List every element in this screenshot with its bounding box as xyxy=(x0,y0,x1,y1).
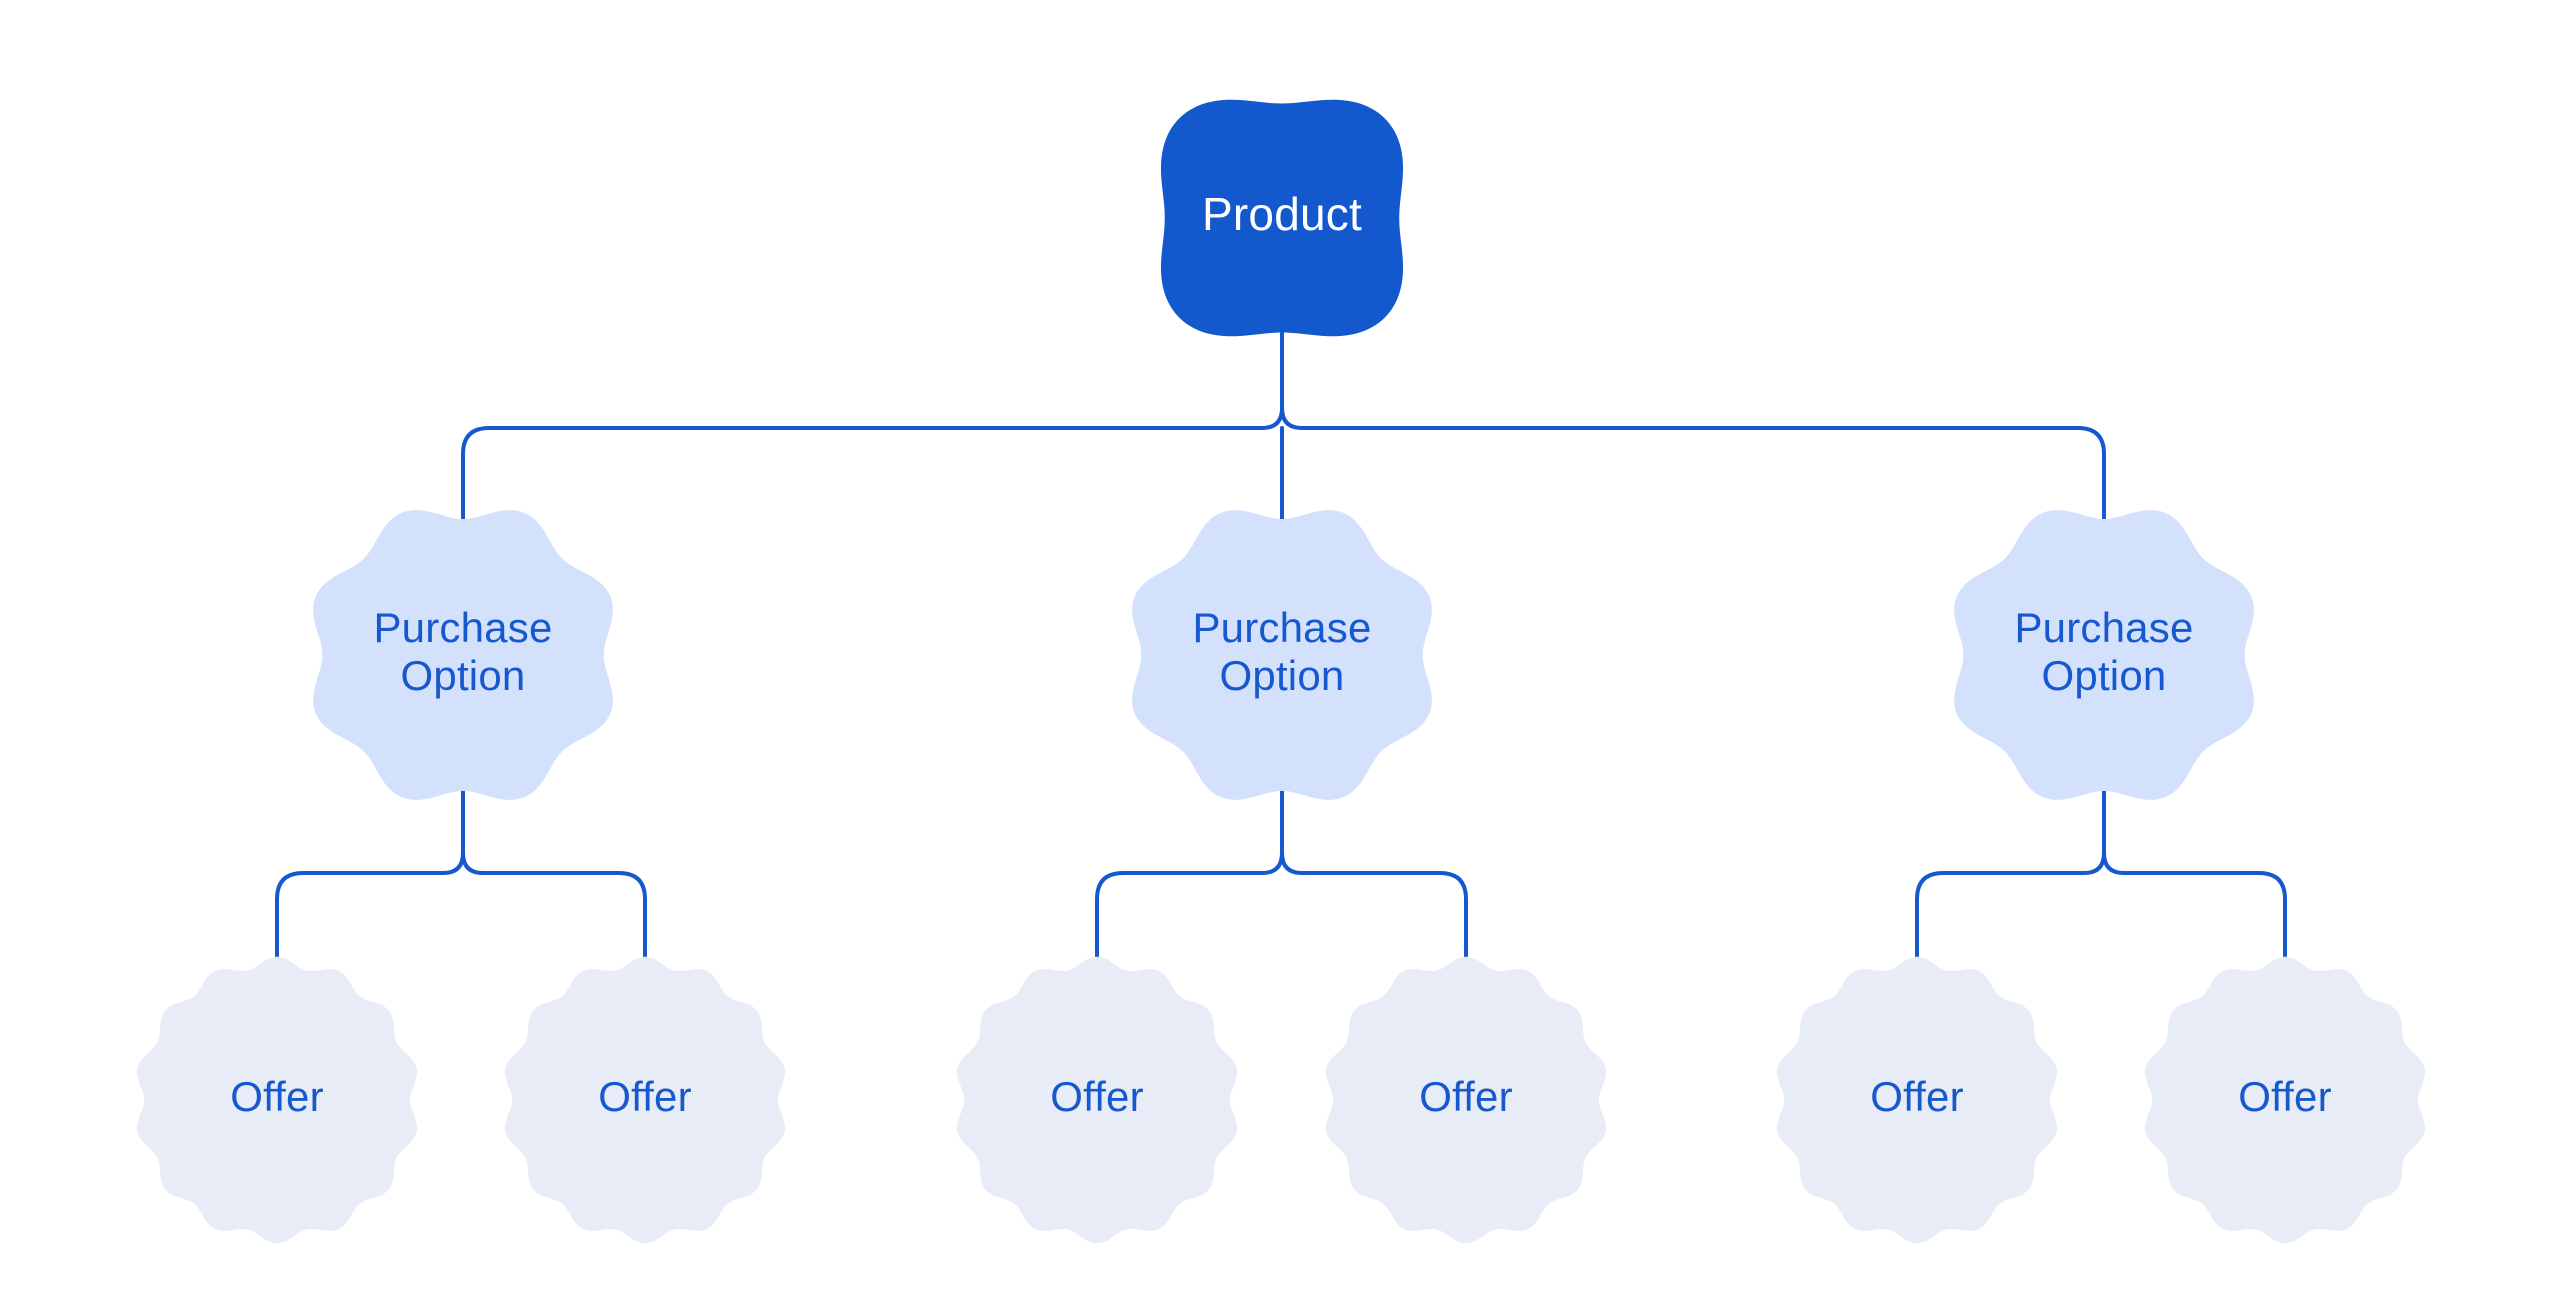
node-label-purchase-option-1-line2: Option xyxy=(401,652,526,699)
connector-branch-bus-2 xyxy=(1095,851,1468,974)
branch-node-shape xyxy=(1132,510,1432,800)
connector-branch-bus-1 xyxy=(275,851,647,974)
node-offer-6[interactable]: Offer xyxy=(2144,956,2426,1244)
node-label-product: Product xyxy=(1202,188,1362,240)
leaf-node-shape xyxy=(1325,956,1607,1244)
node-offer-2[interactable]: Offer xyxy=(504,956,786,1244)
leaf-node-shape xyxy=(956,956,1238,1244)
node-label-offer-3: Offer xyxy=(1050,1073,1144,1120)
node-label-purchase-option-3-line2: Option xyxy=(2042,652,2167,699)
node-product[interactable]: Product xyxy=(1160,99,1404,337)
node-label-offer-6: Offer xyxy=(2238,1073,2332,1120)
node-label-purchase-option-2-line2: Option xyxy=(1220,652,1345,699)
connector-branch-bus-3 xyxy=(1915,851,2287,974)
node-label-offer-2: Offer xyxy=(598,1073,692,1120)
node-label-offer-1: Offer xyxy=(230,1073,324,1120)
connector-root-bus xyxy=(461,406,2106,523)
nodes-layer: ProductPurchaseOptionPurchaseOptionPurch… xyxy=(136,99,2426,1244)
leaf-node-shape xyxy=(504,956,786,1244)
branch-node-shape xyxy=(1954,510,2254,800)
node-label-offer-4: Offer xyxy=(1419,1073,1513,1120)
node-offer-4[interactable]: Offer xyxy=(1325,956,1607,1244)
node-offer-1[interactable]: Offer xyxy=(136,956,418,1244)
node-label-offer-5: Offer xyxy=(1870,1073,1964,1120)
branch-node-shape xyxy=(313,510,613,800)
node-label-purchase-option-3-line1: Purchase xyxy=(2014,604,2193,651)
leaf-node-shape xyxy=(2144,956,2426,1244)
node-offer-5[interactable]: Offer xyxy=(1776,956,2058,1244)
node-offer-3[interactable]: Offer xyxy=(956,956,1238,1244)
leaf-node-shape xyxy=(136,956,418,1244)
node-label-purchase-option-2-line1: Purchase xyxy=(1192,604,1371,651)
leaf-node-shape xyxy=(1776,956,2058,1244)
node-label-purchase-option-1-line1: Purchase xyxy=(373,604,552,651)
root-node-shape xyxy=(1160,99,1404,337)
